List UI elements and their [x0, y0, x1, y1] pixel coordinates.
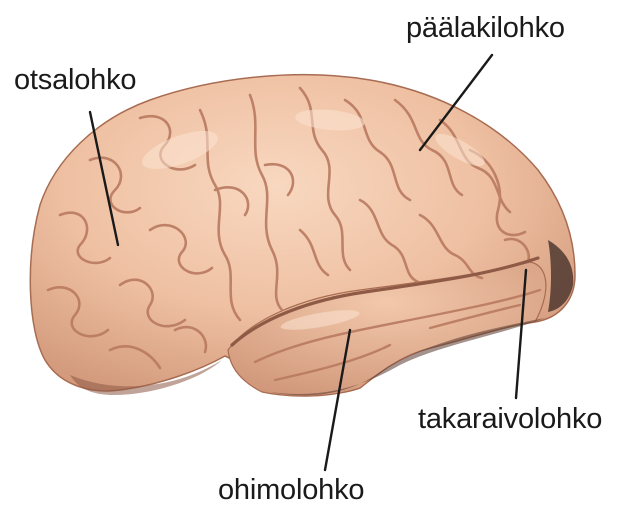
label-temporal-lobe: ohimolohko: [218, 476, 364, 505]
label-parietal-lobe: päälakilohko: [406, 14, 565, 43]
label-occipital-lobe: takaraivolohko: [418, 405, 602, 434]
label-frontal-lobe: otsalohko: [14, 66, 136, 95]
